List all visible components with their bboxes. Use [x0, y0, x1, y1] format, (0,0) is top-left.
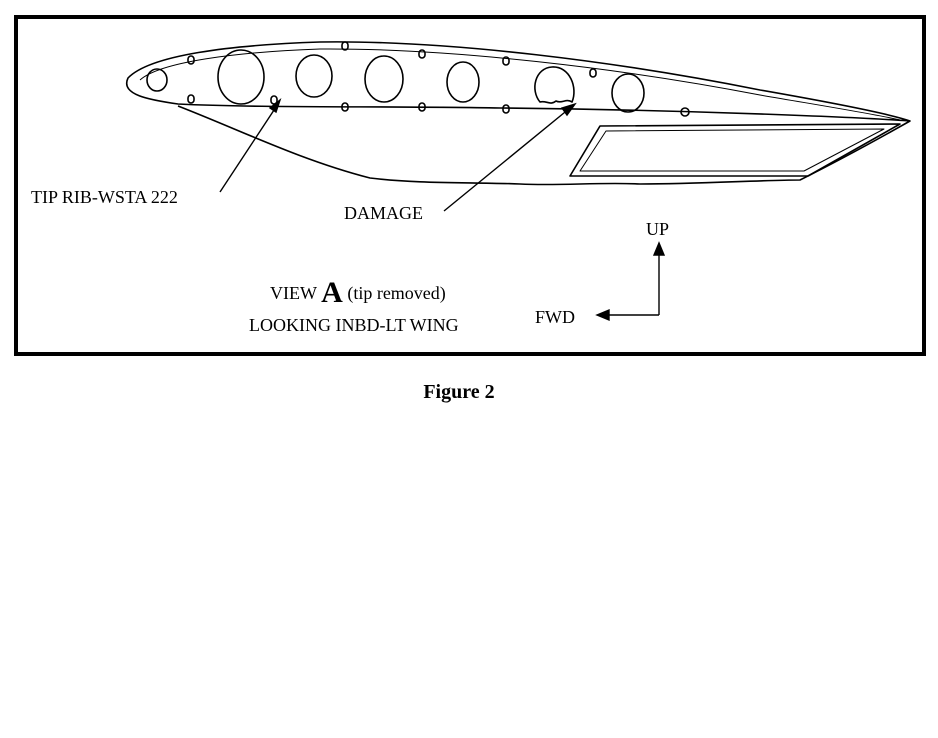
slot — [341, 41, 349, 51]
slot — [589, 68, 597, 78]
figure-frame — [14, 15, 926, 356]
tooling-hole — [680, 107, 690, 117]
looking-direction-label: LOOKING INBD-LT WING — [249, 315, 459, 335]
tip-rib-arrowhead — [268, 97, 282, 114]
slot — [187, 94, 195, 104]
up-arrow-head — [652, 241, 666, 256]
lightening-hole-1 — [146, 68, 168, 92]
damaged-hole — [534, 66, 575, 104]
up-direction-label: UP — [646, 219, 670, 239]
slot — [187, 55, 195, 65]
view-prefix: VIEW — [270, 283, 317, 303]
tip-rib-label: TIP RIB-WSTA 222 — [31, 187, 178, 207]
tip-rib-leader — [219, 103, 279, 193]
slot — [418, 102, 426, 112]
lightening-hole-4 — [364, 55, 404, 103]
aft-cutout — [569, 123, 901, 177]
fwd-arrow-head — [595, 308, 610, 322]
view-title: VIEW A (tip removed) — [270, 278, 446, 308]
fwd-direction-label: FWD — [535, 307, 575, 327]
slot — [341, 102, 349, 112]
damage-label: DAMAGE — [344, 203, 423, 223]
view-suffix: (tip removed) — [347, 283, 446, 303]
lightening-hole-7 — [611, 73, 645, 113]
damage-leader — [443, 107, 571, 212]
lightening-hole-2 — [217, 49, 265, 105]
view-letter: A — [321, 276, 343, 309]
slot — [502, 104, 510, 114]
lower-skin — [177, 105, 911, 186]
figure-caption: Figure 2 — [423, 381, 495, 403]
rib-flange — [139, 48, 901, 121]
damage-arrowhead — [560, 102, 577, 117]
aft-cutout-inner — [579, 128, 885, 172]
lightening-hole-3 — [295, 54, 333, 98]
wing-tip-rib-drawing — [125, 41, 911, 322]
slot — [418, 49, 426, 59]
lightening-hole-5 — [446, 61, 480, 103]
slot — [502, 56, 510, 66]
